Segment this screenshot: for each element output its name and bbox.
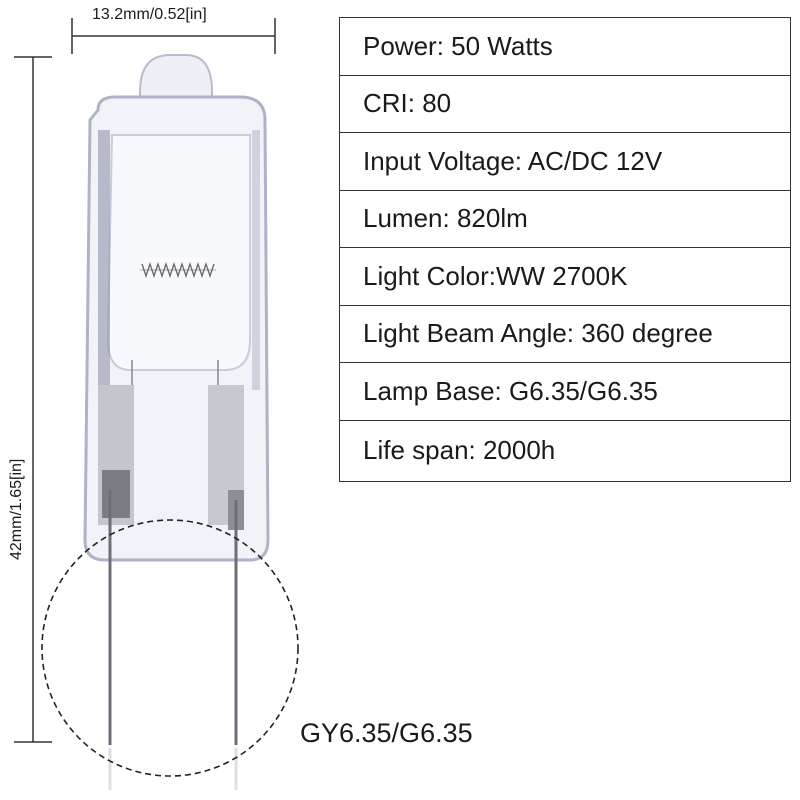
- spec-row-beam-angle: Light Beam Angle: 360 degree: [340, 306, 790, 363]
- bulb-pins: [108, 490, 238, 745]
- width-dimension-label: 13.2mm/0.52[in]: [92, 6, 207, 23]
- pin-highlight-circle: [41, 519, 299, 777]
- spec-row-power: Power: 50 Watts: [340, 18, 790, 76]
- spec-row-light-color: Light Color:WW 2700K: [340, 248, 790, 306]
- height-dimension-line: [14, 56, 52, 743]
- width-dimension-line: [71, 18, 276, 54]
- height-dimension-label: 42mm/1.65[in]: [8, 458, 25, 560]
- base-type-label: GY6.35/G6.35: [300, 718, 473, 748]
- spec-row-input-voltage: Input Voltage: AC/DC 12V: [340, 133, 790, 191]
- spec-row-cri: CRI: 80: [340, 76, 790, 133]
- spec-row-life-span: Life span: 2000h: [363, 435, 556, 465]
- spec-row-lumen: Lumen: 820lm: [340, 191, 790, 248]
- spec-table: Power: 50 Watts CRI: 80 Input Voltage: A…: [339, 17, 791, 482]
- spec-row-lamp-base: Lamp Base: G6.35/G6.35: [340, 363, 790, 421]
- filament-coil: [140, 261, 216, 279]
- bulb-glass: [83, 54, 270, 562]
